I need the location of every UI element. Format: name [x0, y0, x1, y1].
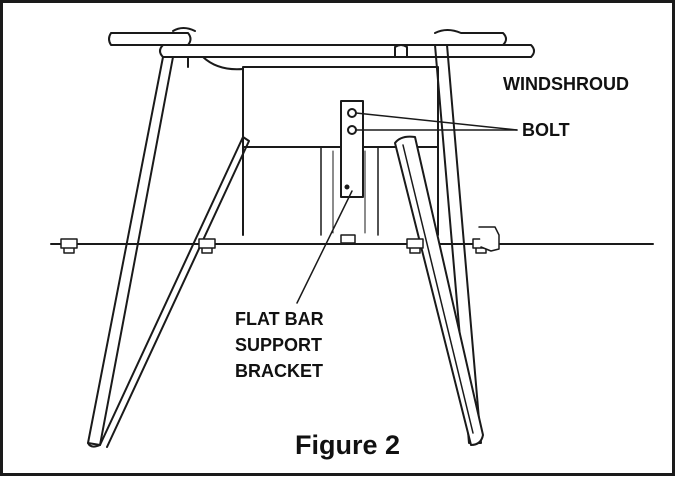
top-frame	[108, 27, 535, 71]
flat-bar-support-bracket	[340, 100, 364, 198]
windshroud-label: WINDSHROUD	[503, 74, 629, 94]
flat-bar-support-bracket-label: FLAT BAR SUPPORT BRACKET	[235, 306, 324, 384]
figure-caption: Figure 2	[295, 430, 401, 460]
bracket-leader	[296, 190, 353, 304]
bolt-leader-upper	[355, 112, 518, 131]
right-legs	[394, 44, 484, 446]
bracket-label-line-3: BRACKET	[235, 361, 323, 381]
bolt-label: BOLT	[522, 120, 570, 140]
bracket-label-line-2: SUPPORT	[235, 335, 323, 355]
bracket-label-line-1: FLAT BAR	[235, 309, 324, 329]
left-legs	[87, 56, 250, 448]
base-bolts	[60, 226, 500, 254]
stand-diagram	[50, 27, 654, 448]
leader-lines	[296, 112, 518, 304]
